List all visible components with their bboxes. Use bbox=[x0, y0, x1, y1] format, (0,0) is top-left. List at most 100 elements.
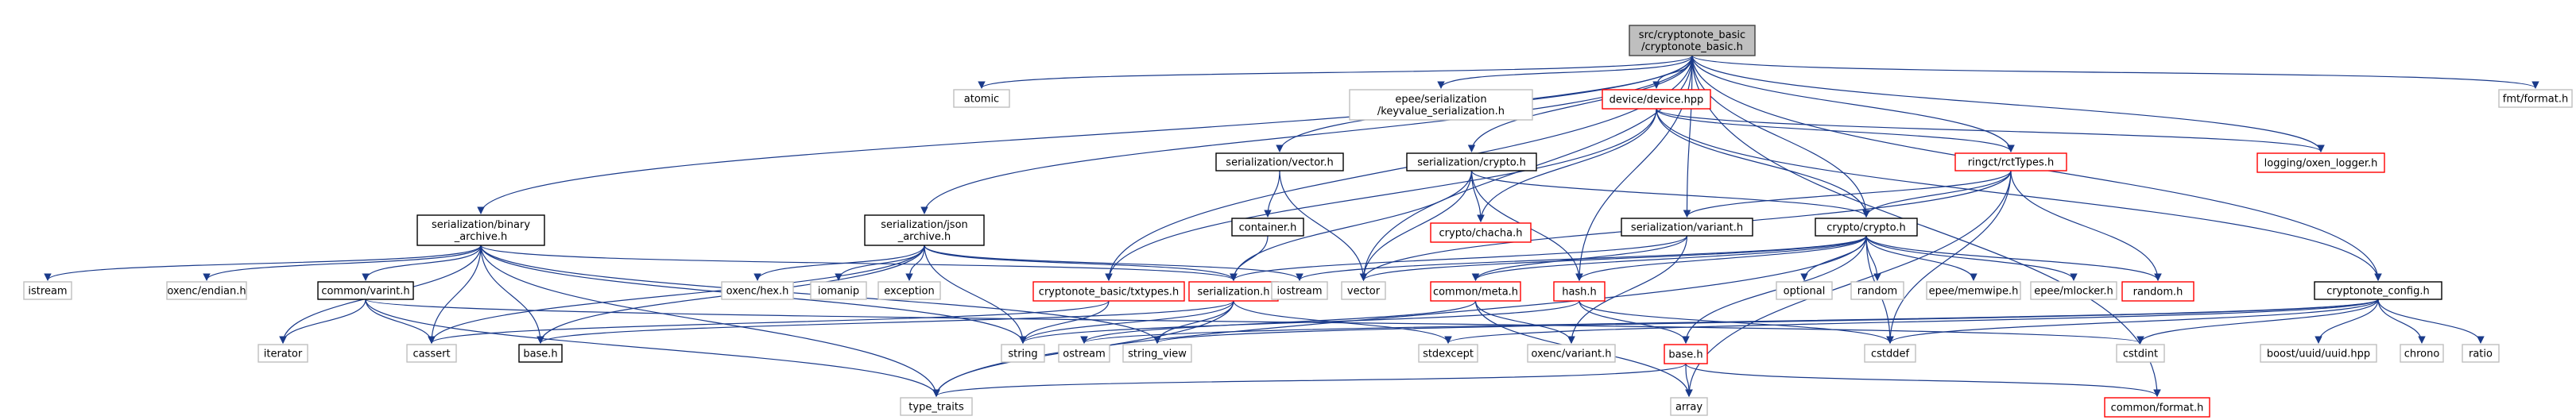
node-label-iomanip-0: iomanip bbox=[818, 286, 859, 298]
edge-varint-to-cstdint bbox=[365, 299, 2144, 344]
node-label-container-0: container.h bbox=[1239, 222, 1297, 234]
edge-varint-to-iterator bbox=[279, 299, 366, 344]
edge-root-to-ser_binary bbox=[477, 55, 1693, 214]
node-ser_json[interactable]: serialization/json_archive.h bbox=[864, 214, 985, 246]
node-box-atomic bbox=[953, 89, 1010, 108]
node-type_traits: type_traits bbox=[900, 397, 973, 416]
edge-ser_crypto-to-vector bbox=[1359, 170, 1473, 281]
node-exception: exception bbox=[877, 281, 941, 300]
node-root[interactable]: src/cryptonote_basic/cryptonote_basic.h bbox=[1629, 25, 1756, 56]
edge-txtypes-to-cassert bbox=[428, 300, 1110, 344]
node-chacha[interactable]: crypto/chacha.h bbox=[1430, 222, 1532, 243]
edge-ser_variant-to-serialization bbox=[1230, 235, 1688, 281]
node-ser_vector[interactable]: serialization/vector.h bbox=[1215, 152, 1344, 171]
node-container[interactable]: container.h bbox=[1231, 218, 1304, 237]
node-iomanip: iomanip bbox=[810, 281, 867, 300]
edge-root-to-ser_variant bbox=[1683, 55, 1693, 218]
node-box-exception bbox=[877, 281, 941, 300]
edge-base_red-to-common_format bbox=[1685, 363, 2161, 397]
edge-crypto_crypto-to-iostream bbox=[1296, 235, 1867, 281]
edge-ringct-to-cstddef bbox=[1886, 170, 2012, 344]
node-label-iostream-0: iostream bbox=[1276, 286, 1322, 298]
edge-device-to-ringct bbox=[1656, 108, 2015, 152]
edge-config-to-stdexcept bbox=[1444, 299, 2379, 344]
node-box-ser_variant bbox=[1621, 218, 1753, 237]
node-label-random_sys-0: random bbox=[1857, 286, 1897, 298]
node-serialization[interactable]: serialization.h bbox=[1188, 281, 1279, 302]
node-chrono: chrono bbox=[2400, 344, 2444, 363]
node-device[interactable]: device/device.hpp bbox=[1602, 89, 1711, 110]
node-box-type_traits bbox=[900, 397, 973, 416]
node-label-memwipe-0: epee/memwipe.h bbox=[1929, 286, 2019, 298]
node-box-ser_vector bbox=[1215, 152, 1344, 171]
edge-meta-to-oxenc_variant bbox=[1474, 300, 1575, 344]
node-label-cstdint-0: cstdint bbox=[2123, 349, 2158, 360]
node-label-meta-0: common/meta.h bbox=[1433, 287, 1518, 299]
edge-ser_vector-to-vector bbox=[1279, 170, 1368, 281]
node-label-ratio-0: ratio bbox=[2469, 349, 2493, 360]
node-label-crypto_crypto-0: crypto/crypto.h bbox=[1826, 222, 1906, 234]
edge-config-to-ratio bbox=[2377, 299, 2485, 344]
node-box-cassert bbox=[406, 344, 457, 363]
edge-hash-to-base_red bbox=[1579, 300, 1690, 344]
edge-ser_binary-to-oxenc_endian bbox=[203, 245, 482, 281]
edge-serialization-to-base_h bbox=[537, 300, 1234, 344]
node-label-ser_crypto-0: serialization/crypto.h bbox=[1417, 157, 1526, 169]
node-ser_crypto[interactable]: serialization/crypto.h bbox=[1406, 152, 1537, 171]
edge-root-to-epee_kv bbox=[1437, 55, 1693, 89]
node-optional: optional bbox=[1776, 281, 1833, 300]
node-common_format[interactable]: common/format.h bbox=[2104, 397, 2210, 418]
node-random_h[interactable]: random.h bbox=[2121, 281, 2194, 302]
edge-ser_json-to-oxenc_hex bbox=[753, 245, 925, 281]
node-box-iostream bbox=[1271, 281, 1328, 300]
edge-ser_binary-to-istream bbox=[44, 245, 482, 281]
node-txtypes[interactable]: cryptonote_basic/txtypes.h bbox=[1032, 281, 1185, 302]
node-label-epee_kv-1: /keyvalue_serialization.h bbox=[1377, 106, 1505, 118]
node-label-oxenc_hex-0: oxenc/hex.h bbox=[726, 286, 789, 298]
node-label-mlocker-0: epee/mlocker.h bbox=[2034, 286, 2113, 298]
node-base_red[interactable]: base.h bbox=[1664, 344, 1708, 364]
node-label-oxenc_variant-0: oxenc/variant.h bbox=[1532, 349, 1612, 360]
edge-config-to-ostream bbox=[1080, 299, 2379, 344]
node-label-serialization-0: serialization.h bbox=[1198, 287, 1270, 299]
node-label-oxenc_endian-0: oxenc/endian.h bbox=[167, 286, 246, 298]
edge-serialization-to-stdexcept bbox=[1233, 300, 1452, 344]
edge-crypto_crypto-to-memwipe bbox=[1865, 235, 1978, 281]
node-hash[interactable]: hash.h bbox=[1553, 281, 1606, 302]
edge-crypto_crypto-to-type_traits bbox=[932, 235, 1867, 397]
node-label-common_format-0: common/format.h bbox=[2111, 403, 2204, 414]
node-ser_variant[interactable]: serialization/variant.h bbox=[1621, 218, 1753, 237]
node-box-chrono bbox=[2400, 344, 2444, 363]
node-base_h[interactable]: base.h bbox=[518, 344, 563, 363]
edge-crypto_crypto-to-hash bbox=[1575, 235, 1867, 281]
node-boost_uuid: boost/uuid/uuid.hpp bbox=[2260, 344, 2377, 363]
node-meta[interactable]: common/meta.h bbox=[1430, 281, 1521, 302]
edge-device-to-config bbox=[1656, 108, 2382, 281]
node-config[interactable]: cryptonote_config.h bbox=[2314, 281, 2442, 300]
node-box-memwipe bbox=[1926, 281, 2021, 300]
node-ringct[interactable]: ringct/rctTypes.h bbox=[1954, 152, 2067, 171]
node-label-istream-0: istream bbox=[28, 286, 67, 298]
edge-ser_binary-to-base_h bbox=[480, 245, 544, 344]
edge-root-to-common_format bbox=[1691, 55, 2161, 397]
node-box-istream bbox=[23, 281, 72, 300]
node-oxenc_hex: oxenc/hex.h bbox=[721, 281, 794, 300]
node-label-base_red-0: base.h bbox=[1668, 349, 1702, 361]
node-box-mlocker bbox=[2030, 281, 2117, 300]
node-label-varint-0: common/varint.h bbox=[321, 286, 409, 298]
edge-serialization-to-string bbox=[1019, 300, 1234, 344]
node-box-random_sys bbox=[1850, 281, 1904, 300]
node-box-ringct bbox=[1954, 152, 2067, 171]
edge-config-to-chrono bbox=[2377, 299, 2426, 344]
node-box-crypto_crypto bbox=[1815, 218, 1918, 237]
edge-root-to-crypto_crypto bbox=[1691, 55, 1870, 218]
node-layer: src/cryptonote_basic/cryptonote_basic.ha… bbox=[23, 25, 2573, 418]
node-crypto_crypto[interactable]: crypto/crypto.h bbox=[1815, 218, 1918, 237]
node-label-hash-0: hash.h bbox=[1562, 287, 1597, 299]
node-ser_binary[interactable]: serialization/binary_archive.h bbox=[416, 214, 545, 246]
node-varint[interactable]: common/varint.h bbox=[317, 281, 414, 300]
node-box-hash bbox=[1553, 281, 1606, 302]
edge-ser_binary-to-varint bbox=[362, 245, 482, 281]
node-label-epee_kv-0: epee/serialization bbox=[1395, 94, 1486, 106]
node-logging[interactable]: logging/oxen_logger.h bbox=[2256, 152, 2385, 173]
